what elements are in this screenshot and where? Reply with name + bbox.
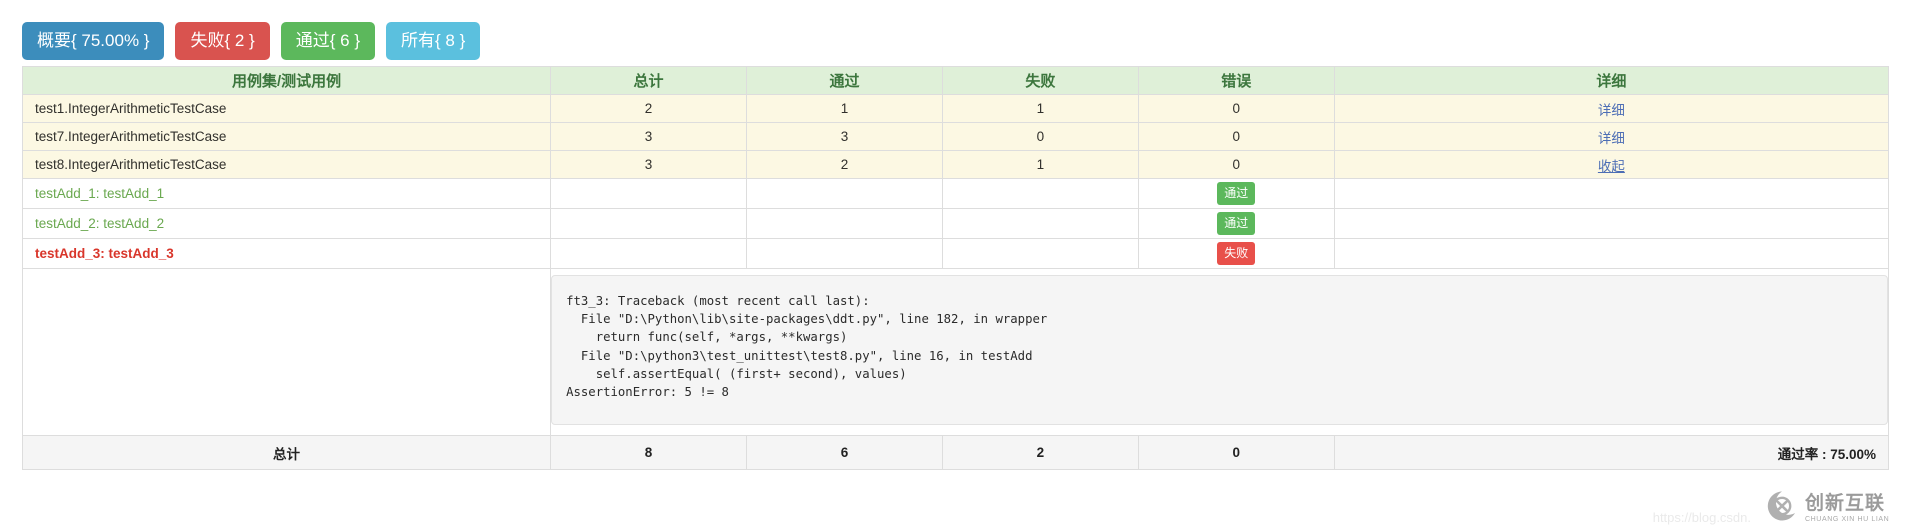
suite-total: 2 [550, 94, 747, 123]
watermark-en: CHUANG XIN HU LIAN [1805, 515, 1890, 523]
footer-pass: 6 [746, 435, 943, 470]
suite-error: 0 [1137, 94, 1335, 123]
case-pass-cell [746, 178, 943, 209]
column-header-fail: 失败 [941, 66, 1139, 95]
suite-name: test1.IntegerArithmeticTestCase [21, 94, 552, 123]
case-total-cell [550, 178, 747, 209]
table-row[interactable]: test7.IntegerArithmeticTestCase 3 3 0 0 … [21, 122, 1890, 151]
column-header-detail: 详细 [1333, 66, 1890, 95]
case-fail-cell [941, 238, 1139, 269]
case-total-cell [550, 208, 747, 239]
table-row[interactable]: test1.IntegerArithmeticTestCase 2 1 1 0 … [21, 94, 1890, 123]
suite-total: 3 [550, 122, 747, 151]
suite-fail: 1 [941, 94, 1139, 123]
filter-button-bar: 概要{ 75.00% } 失败{ 2 } 通过{ 6 } 所有{ 8 } [0, 0, 1911, 66]
traceback-cell: ft3_3: Traceback (most recent call last)… [550, 268, 1889, 436]
filter-button-all[interactable]: 所有{ 8 } [386, 22, 481, 60]
footer-error: 0 [1137, 435, 1335, 470]
column-header-total: 总计 [550, 66, 747, 95]
case-status-cell: 通过 [1137, 208, 1335, 239]
case-pass-cell [746, 238, 943, 269]
filter-button-failed[interactable]: 失败{ 2 } [175, 22, 270, 60]
traceback-spacer [21, 268, 552, 436]
case-total-cell [550, 238, 747, 269]
case-name: testAdd_1: testAdd_1 [21, 178, 552, 209]
suite-name: test7.IntegerArithmeticTestCase [21, 122, 552, 151]
status-badge[interactable]: 通过 [1217, 212, 1256, 235]
case-status-cell: 通过 [1137, 178, 1335, 209]
status-badge[interactable]: 失败 [1217, 242, 1256, 265]
table-footer-row: 总计 8 6 2 0 通过率 : 75.00% [21, 435, 1890, 470]
collapse-link[interactable]: 收起 [1597, 158, 1625, 174]
filter-button-passed[interactable]: 通过{ 6 } [280, 22, 375, 60]
suite-pass: 1 [746, 94, 943, 123]
filter-button-summary[interactable]: 概要{ 75.00% } [22, 22, 165, 60]
suite-pass: 2 [746, 150, 943, 179]
suite-detail-cell: 详细 [1333, 122, 1890, 151]
table-row[interactable]: testAdd_1: testAdd_1 通过 [21, 178, 1890, 209]
table-row[interactable]: test8.IntegerArithmeticTestCase 3 2 1 0 … [21, 150, 1890, 179]
column-header-pass: 通过 [746, 66, 943, 95]
suite-fail: 1 [941, 150, 1139, 179]
case-detail-cell [1333, 178, 1890, 209]
watermark-cn: 创新互联 [1805, 492, 1886, 514]
footer-label: 总计 [21, 435, 552, 470]
case-name: testAdd_3: testAdd_3 [21, 238, 552, 269]
watermark-text: 创新互联 CHUANG XIN HU LIAN [1805, 494, 1889, 523]
chuangxin-logo-icon [1765, 489, 1799, 528]
case-pass-cell [746, 208, 943, 239]
table-header-row: 用例集/测试用例 总计 通过 失败 错误 详细 [21, 66, 1890, 95]
column-header-error: 错误 [1137, 66, 1335, 95]
suite-name: test8.IntegerArithmeticTestCase [21, 150, 552, 179]
detail-link[interactable]: 详细 [1597, 102, 1625, 118]
suite-total: 3 [550, 150, 747, 179]
suite-detail-cell: 详细 [1333, 94, 1890, 123]
footer-total: 8 [550, 435, 747, 470]
traceback-text: ft3_3: Traceback (most recent call last)… [551, 275, 1888, 425]
suite-pass: 3 [746, 122, 943, 151]
suite-error: 0 [1137, 150, 1335, 179]
status-badge[interactable]: 通过 [1217, 182, 1256, 205]
table-head: 用例集/测试用例 总计 通过 失败 错误 详细 [21, 66, 1890, 95]
pass-rate: 通过率 : 75.00% [1333, 435, 1890, 470]
case-name: testAdd_2: testAdd_2 [21, 208, 552, 239]
case-fail-cell [941, 178, 1139, 209]
suite-fail: 0 [941, 122, 1139, 151]
case-status-cell: 失败 [1137, 238, 1335, 269]
case-fail-cell [941, 208, 1139, 239]
table-row[interactable]: testAdd_2: testAdd_2 通过 [21, 208, 1890, 239]
case-detail-cell [1333, 208, 1890, 239]
table-body: test1.IntegerArithmeticTestCase 2 1 1 0 … [21, 94, 1890, 470]
detail-link[interactable]: 详细 [1597, 130, 1625, 146]
footer-fail: 2 [941, 435, 1139, 470]
column-header-suite: 用例集/测试用例 [21, 66, 552, 95]
suite-detail-cell: 收起 [1333, 150, 1890, 179]
watermark: 创新互联 CHUANG XIN HU LIAN [1755, 485, 1911, 531]
report-table: 用例集/测试用例 总计 通过 失败 错误 详细 test1.IntegerAri… [21, 66, 1890, 470]
traceback-row: ft3_3: Traceback (most recent call last)… [21, 268, 1889, 436]
report-table-container: 用例集/测试用例 总计 通过 失败 错误 详细 test1.IntegerAri… [21, 66, 1890, 470]
case-detail-cell [1333, 238, 1890, 269]
table-row[interactable]: testAdd_3: testAdd_3 失败 [21, 238, 1890, 269]
watermark-url: https://blog.csdn. [1652, 510, 1751, 525]
suite-error: 0 [1137, 122, 1335, 151]
